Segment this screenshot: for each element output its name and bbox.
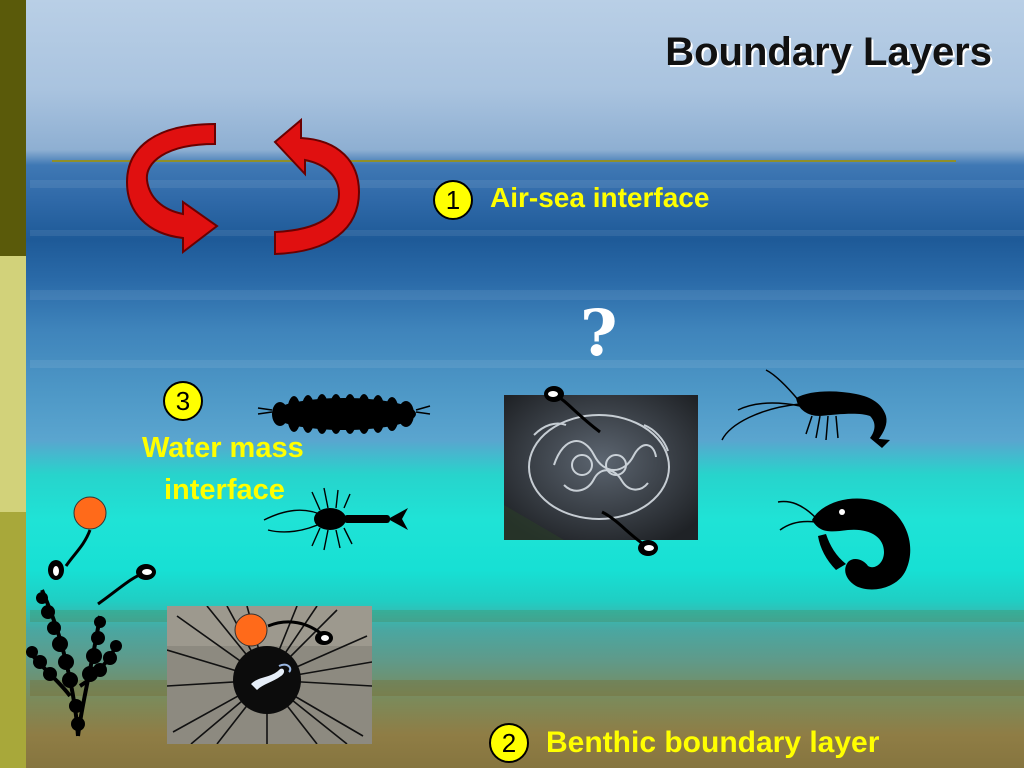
jellyfish-photo — [504, 395, 698, 540]
prawn-silhouette-icon — [777, 498, 911, 590]
isopod-silhouette-icon — [257, 394, 431, 434]
sperm-cell-icon — [544, 386, 601, 434]
shrimp-silhouette-icon — [721, 369, 890, 448]
copepod-silhouette-icon — [263, 487, 408, 551]
wave-streak — [30, 360, 1024, 368]
boundary-1-label: Air-sea interface — [490, 182, 710, 213]
boundary-3-badge: 3 — [163, 381, 203, 421]
title-divider — [52, 160, 956, 162]
sea-urchin-photo — [167, 606, 372, 744]
boundary-1-badge: 1 — [433, 180, 473, 220]
sidebar-segment-dark — [0, 0, 26, 256]
circulation-arrows-icon — [125, 117, 361, 256]
wave-streak — [30, 290, 1024, 300]
wave-streak — [30, 230, 1024, 236]
boundary-2-label: Benthic boundary layer — [546, 726, 880, 759]
sperm-cell-icon — [48, 560, 64, 580]
orange-sphere-icon — [64, 496, 107, 567]
question-mark: ? — [580, 296, 618, 371]
orange-sphere-icon — [234, 613, 333, 647]
wave-streak — [30, 180, 1024, 188]
boundary-3-label-line1: Water mass — [142, 432, 304, 464]
seaweed-silhouette-icon — [26, 589, 122, 737]
sperm-cell-icon — [601, 510, 658, 556]
boundary-3-label-line2: interface — [164, 474, 285, 506]
sidebar-segment-light — [0, 256, 26, 512]
slide-title: Boundary Layers — [665, 30, 992, 74]
sperm-cell-icon — [97, 564, 156, 606]
boundary-2-badge: 2 — [489, 723, 529, 763]
sidebar-segment-mid — [0, 512, 26, 768]
